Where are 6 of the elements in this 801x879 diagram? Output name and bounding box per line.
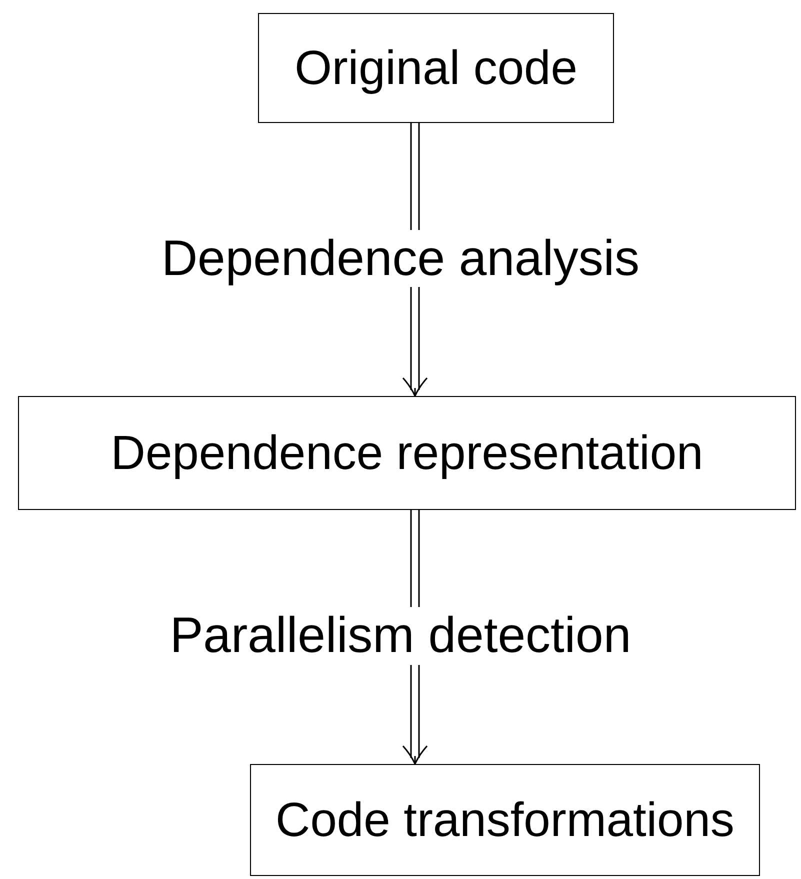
- process-box: [18, 396, 796, 510]
- box-label: Original code: [294, 40, 578, 96]
- box-label: Dependence representation: [110, 426, 704, 480]
- process-box: [250, 764, 760, 876]
- process-box: [258, 13, 614, 123]
- box-label: Code transformations: [276, 792, 734, 848]
